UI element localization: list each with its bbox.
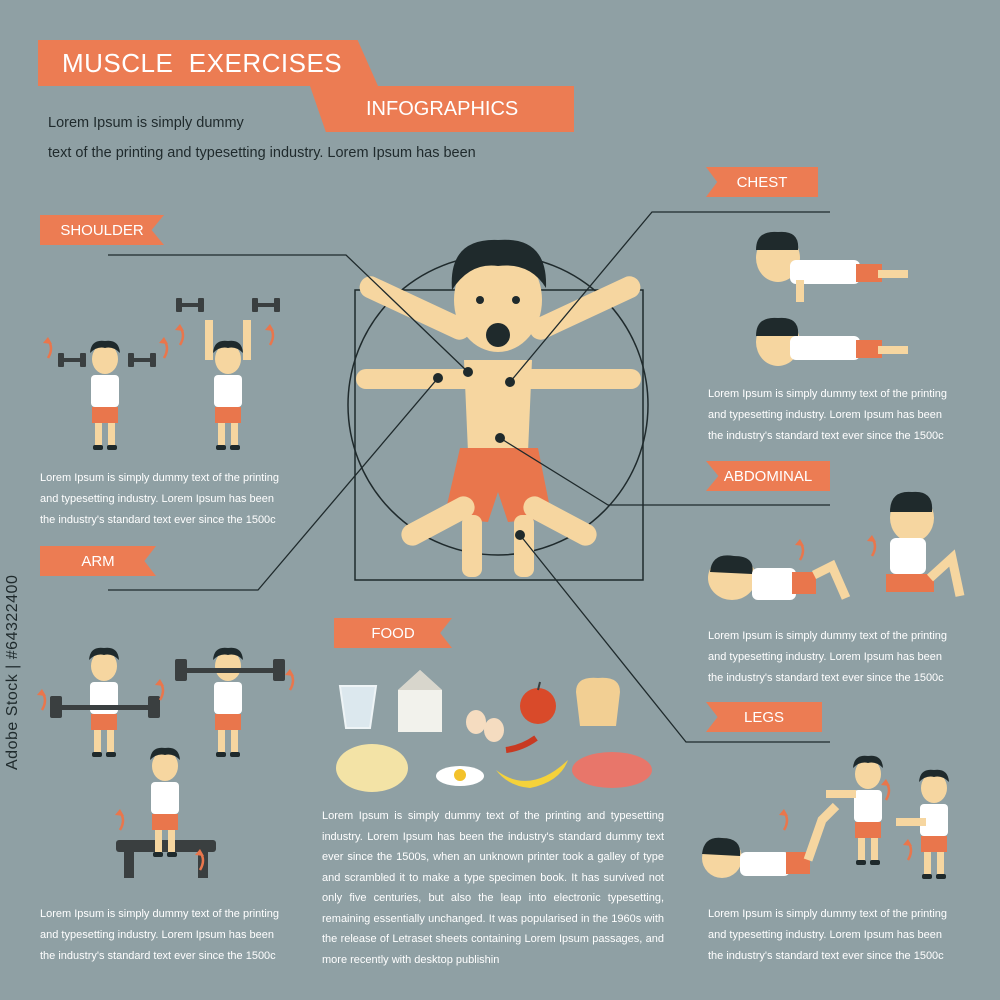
title-ribbon: MUSCLE EXERCISES [38,40,378,86]
connector-dots [433,367,525,540]
chest-tag: CHEST [706,167,818,197]
subtitle-ribbon: INFOGRAPHICS [310,86,574,132]
arm-text: Lorem Ipsum is simply dummy text of the … [40,908,280,962]
page-subtitle: INFOGRAPHICS [366,97,519,120]
shoulder-text: Lorem Ipsum is simply dummy text of the … [40,472,280,526]
food-text: Lorem Ipsum is simply dummy text of the … [322,810,664,966]
food-tag: FOOD [334,618,452,648]
shoulder-exercise-illustration [41,298,280,450]
legs-exercise-illustration [702,755,949,879]
shoulder-tag: SHOULDER [40,215,164,245]
food-illustration [336,670,652,792]
page-title: MUSCLE EXERCISES [62,47,343,78]
chest-exercise-illustration [756,231,908,366]
abdominal-text: Lorem Ipsum is simply dummy text of the … [708,630,948,684]
intro-line-2: text of the printing and typesetting ind… [48,145,476,161]
abdominal-exercise-illustration [708,491,965,600]
vitruvian-figure [347,239,649,581]
abdominal-tag: ABDOMINAL [706,461,830,491]
chest-text: Lorem Ipsum is simply dummy text of the … [708,388,948,442]
intro-line-1: Lorem Ipsum is simply dummy [48,115,244,131]
legs-text: Lorem Ipsum is simply dummy text of the … [708,908,948,962]
arm-exercise-illustration [35,647,296,878]
arm-tag: ARM [40,546,156,576]
legs-tag: LEGS [706,702,822,732]
connector-lines [108,211,830,743]
